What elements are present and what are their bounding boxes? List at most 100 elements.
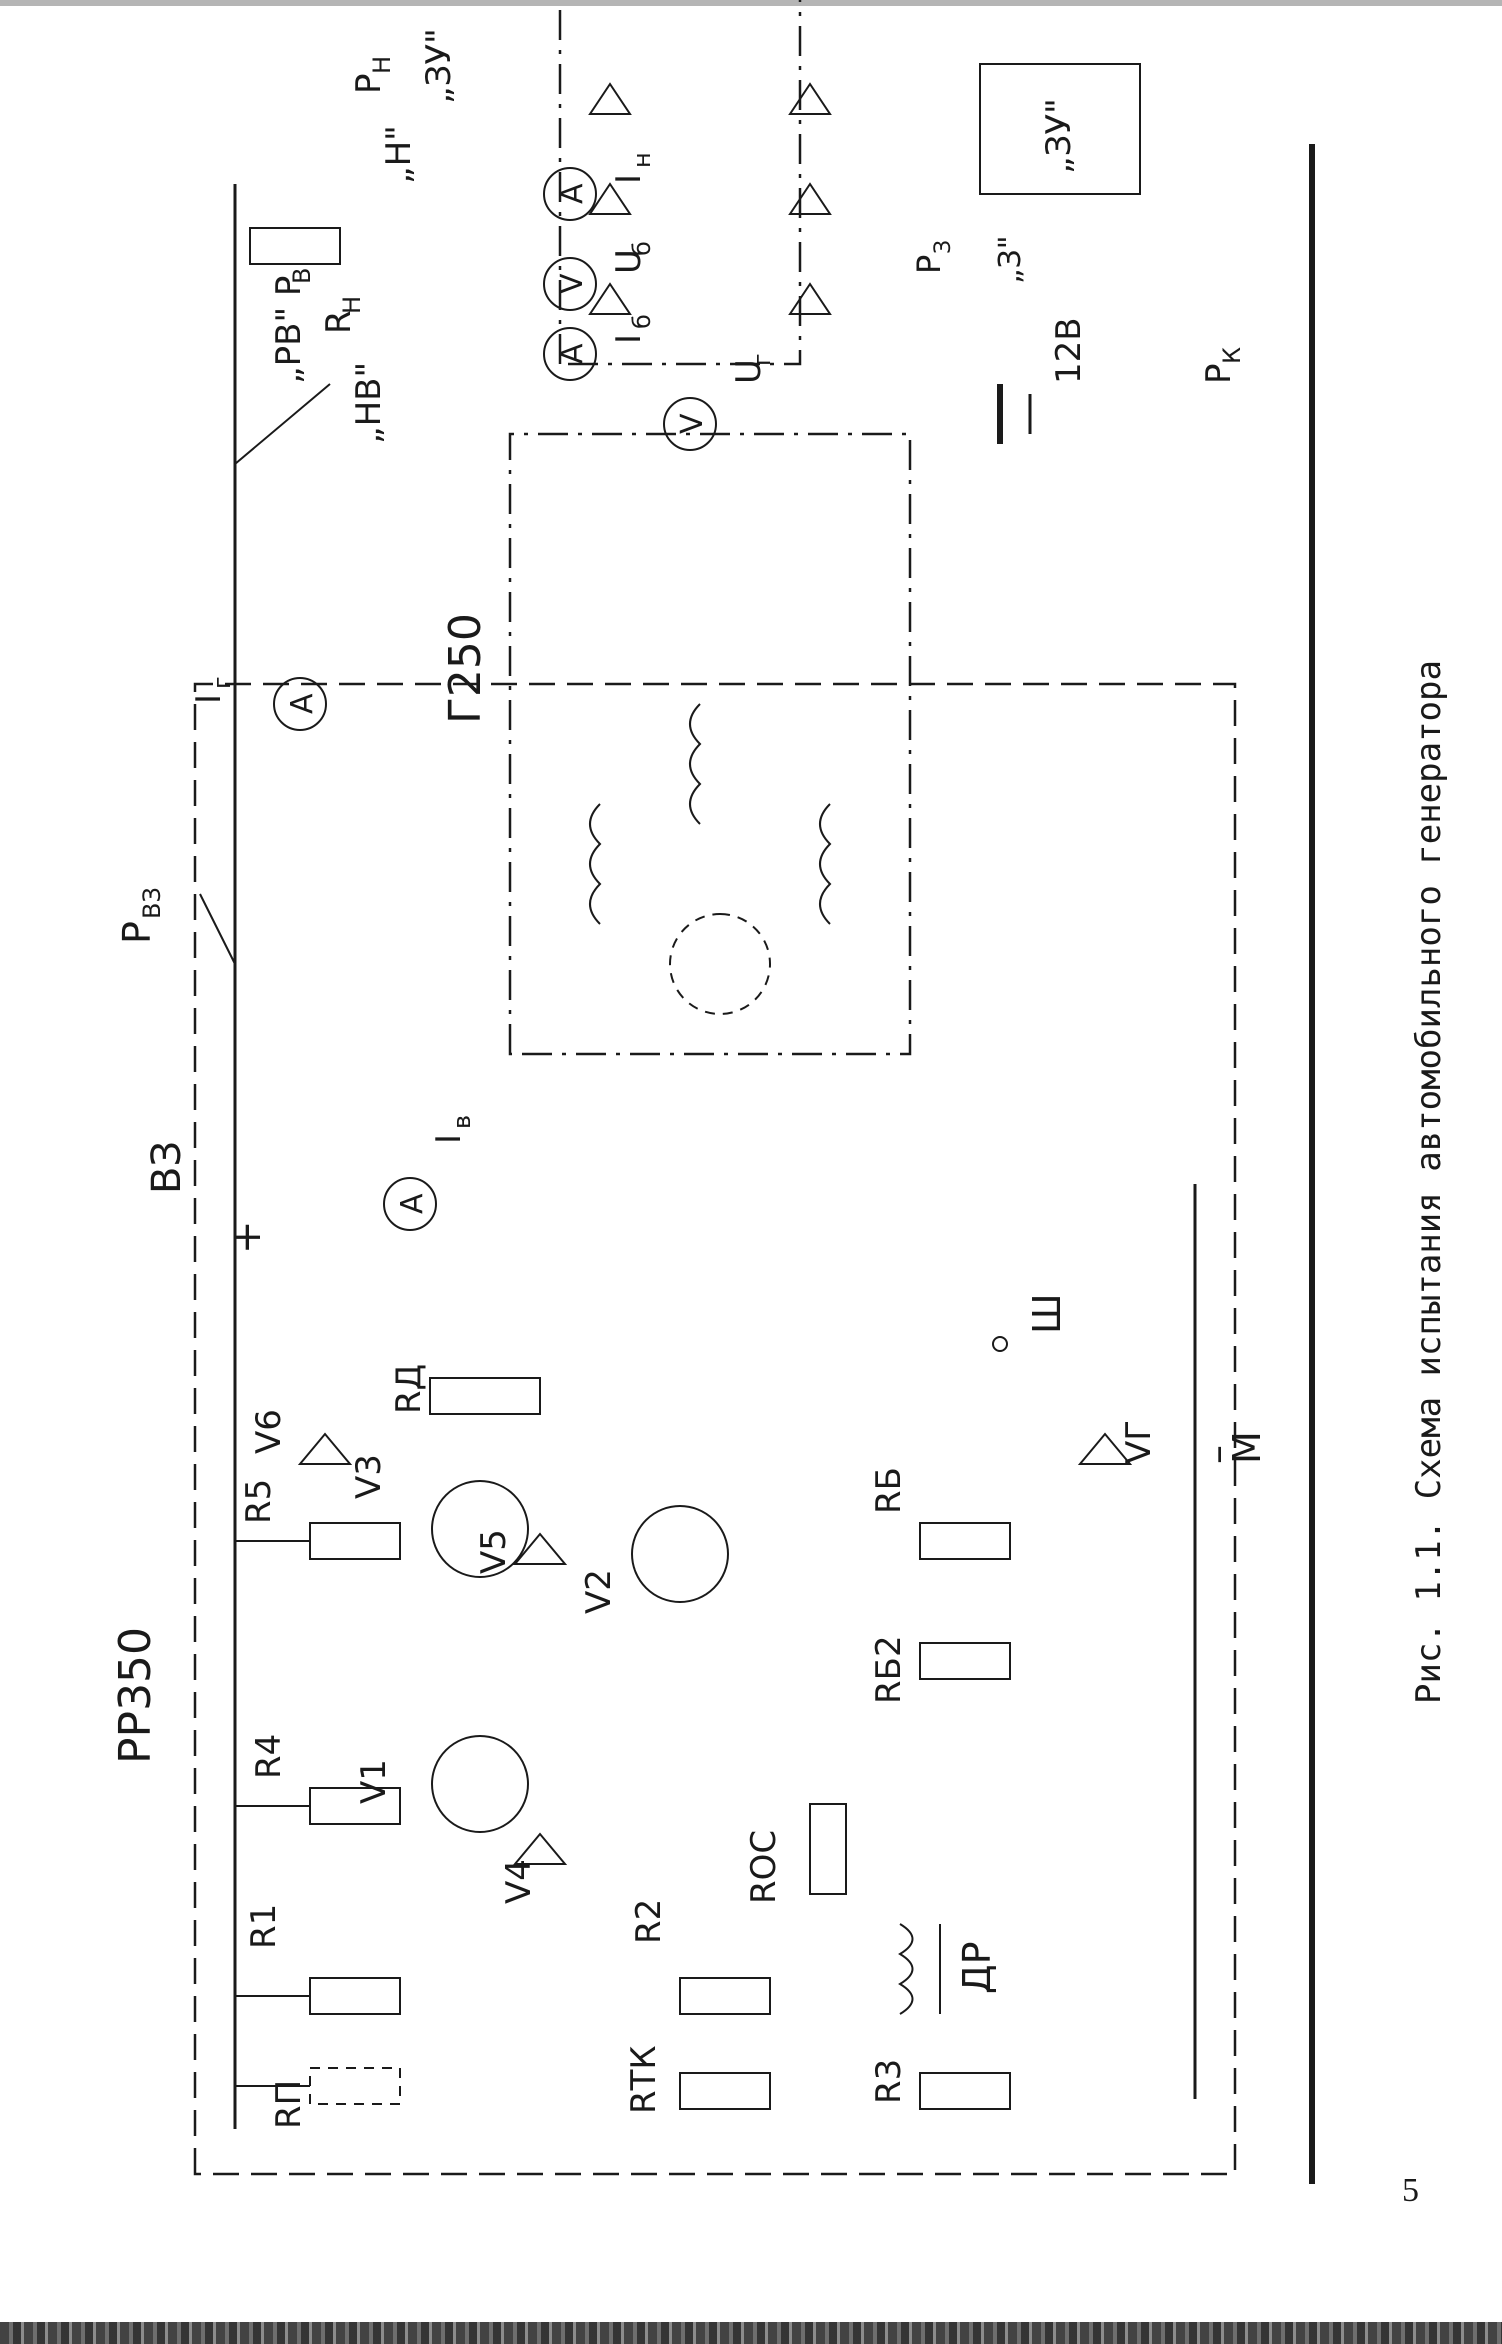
switch-nv bbox=[234, 383, 331, 465]
r1-label: R1 bbox=[244, 1904, 284, 1949]
scan-edge-bottom bbox=[0, 2322, 1502, 2344]
stator-winding-3 bbox=[819, 803, 832, 925]
pk-sub: К bbox=[1218, 347, 1246, 364]
r5-label: R5 bbox=[239, 1479, 279, 1524]
rect-diode-5 bbox=[788, 182, 832, 215]
v1-label: V1 bbox=[354, 1759, 394, 1804]
u-b-sub: б bbox=[628, 241, 656, 256]
ammeter-load-symbol: A bbox=[555, 183, 590, 204]
v3-transistor bbox=[431, 1480, 529, 1578]
rp-label: RП bbox=[269, 2080, 309, 2129]
switch-p-vz bbox=[199, 893, 236, 965]
ammeter-generator bbox=[273, 677, 327, 731]
i-n-label: I bbox=[609, 174, 649, 184]
field-winding bbox=[669, 913, 771, 1015]
rb-label: RБ bbox=[869, 1467, 909, 1514]
rect-diode-2 bbox=[588, 182, 632, 215]
voltmeter-battery bbox=[543, 257, 597, 311]
ammeter-battery bbox=[543, 327, 597, 381]
z-mark: „З" bbox=[993, 235, 1028, 284]
i-b-sub: б bbox=[628, 314, 656, 329]
v6-label: V6 bbox=[249, 1409, 289, 1454]
rect-diode-4 bbox=[788, 282, 832, 315]
rp-resistor bbox=[309, 2067, 401, 2105]
rectifier-frame bbox=[558, 0, 802, 366]
roc-resistor bbox=[809, 1803, 847, 1895]
rect-diode-1 bbox=[588, 282, 632, 315]
ammeter-load bbox=[543, 167, 597, 221]
r4-label: R4 bbox=[249, 1734, 289, 1779]
rn-sub: Н bbox=[338, 296, 366, 314]
pk-label: Р bbox=[1199, 363, 1239, 384]
charger-label: „ЗУ" bbox=[1039, 98, 1079, 174]
rn-resistor bbox=[249, 227, 341, 265]
rn-label: R bbox=[319, 310, 359, 334]
rect-diode-6 bbox=[788, 82, 832, 115]
terminal-m: М bbox=[1225, 1431, 1269, 1464]
v5-label: V5 bbox=[474, 1529, 514, 1574]
r3-label: R3 bbox=[869, 2059, 909, 2104]
rd-label: RД bbox=[389, 1364, 429, 1414]
pz-sub: З bbox=[931, 240, 956, 254]
generator-label: Г250 bbox=[440, 613, 491, 724]
i-b-label: I bbox=[609, 334, 649, 344]
u-g-label: U bbox=[729, 359, 769, 384]
vg-label: VГ bbox=[1119, 1420, 1159, 1464]
r1-resistor bbox=[309, 1977, 401, 2015]
pz-label: Р bbox=[910, 255, 948, 274]
pv-sub: В bbox=[288, 268, 316, 284]
terminal-sh: Ш bbox=[1025, 1293, 1069, 1334]
pv-label: „РВ" Р bbox=[269, 276, 309, 384]
r2-label: R2 bbox=[629, 1899, 669, 1944]
n-label: „Н" bbox=[379, 125, 419, 184]
pn-label: Р bbox=[349, 73, 389, 94]
figure-caption: Рис. 1.1. Схема испытания автомобильного… bbox=[1409, 660, 1449, 1704]
v6-diode bbox=[297, 1432, 353, 1465]
stator-winding-2 bbox=[589, 803, 602, 925]
ammeter-generator-symbol: A bbox=[285, 693, 320, 714]
v4-label: V4 bbox=[499, 1859, 539, 1904]
v2-transistor bbox=[631, 1505, 729, 1603]
voltmeter-battery-symbol: V bbox=[555, 273, 590, 294]
v5-diode bbox=[512, 1532, 568, 1565]
regulator-frame bbox=[193, 682, 1237, 2176]
v1-transistor bbox=[431, 1735, 529, 1833]
rb2-resistor bbox=[919, 1642, 1011, 1680]
ammeter-battery-symbol: A bbox=[555, 343, 590, 364]
p-vz-label: Р bbox=[115, 921, 159, 944]
pn-sub: Н bbox=[368, 56, 396, 74]
rtk-label: RТК bbox=[624, 2045, 664, 2114]
terminal-vz: ВЗ bbox=[144, 1141, 190, 1194]
v4-diode bbox=[512, 1832, 568, 1865]
charger-box bbox=[979, 63, 1141, 195]
ammeter-field bbox=[383, 1177, 437, 1231]
dr-choke bbox=[898, 1923, 914, 2015]
regulator-label: РР350 bbox=[110, 1627, 161, 1764]
rect-diode-3 bbox=[588, 82, 632, 115]
voltmeter-generator bbox=[663, 397, 717, 451]
terminal-sh-node bbox=[992, 1336, 1008, 1352]
zu-label: „ЗУ" bbox=[419, 28, 459, 104]
u-g-sub: г bbox=[748, 353, 776, 366]
dr-label: ДР bbox=[955, 1941, 999, 1994]
i-n-sub: н bbox=[628, 152, 656, 168]
vg-diode bbox=[1077, 1432, 1133, 1465]
i-g-sub: г bbox=[208, 676, 236, 689]
stator-winding-1 bbox=[689, 703, 702, 825]
scan-edge-top bbox=[0, 0, 1502, 6]
battery-label: 12В bbox=[1049, 317, 1089, 384]
r2-resistor bbox=[679, 1977, 771, 2015]
rtk-resistor bbox=[679, 2072, 771, 2110]
generator-frame bbox=[508, 432, 912, 1056]
terminal-plus: + bbox=[224, 1220, 270, 1254]
v2-label: V2 bbox=[579, 1569, 619, 1614]
u-b-label: U bbox=[609, 249, 649, 274]
p-vz-sub: ВЗ bbox=[138, 887, 166, 919]
roc-label: RОС bbox=[744, 1830, 784, 1904]
rb2-label: RБ2 bbox=[869, 1635, 909, 1704]
rd-resistor bbox=[429, 1377, 541, 1415]
ammeter-field-symbol: A bbox=[395, 1193, 430, 1214]
rb-resistor bbox=[919, 1522, 1011, 1560]
